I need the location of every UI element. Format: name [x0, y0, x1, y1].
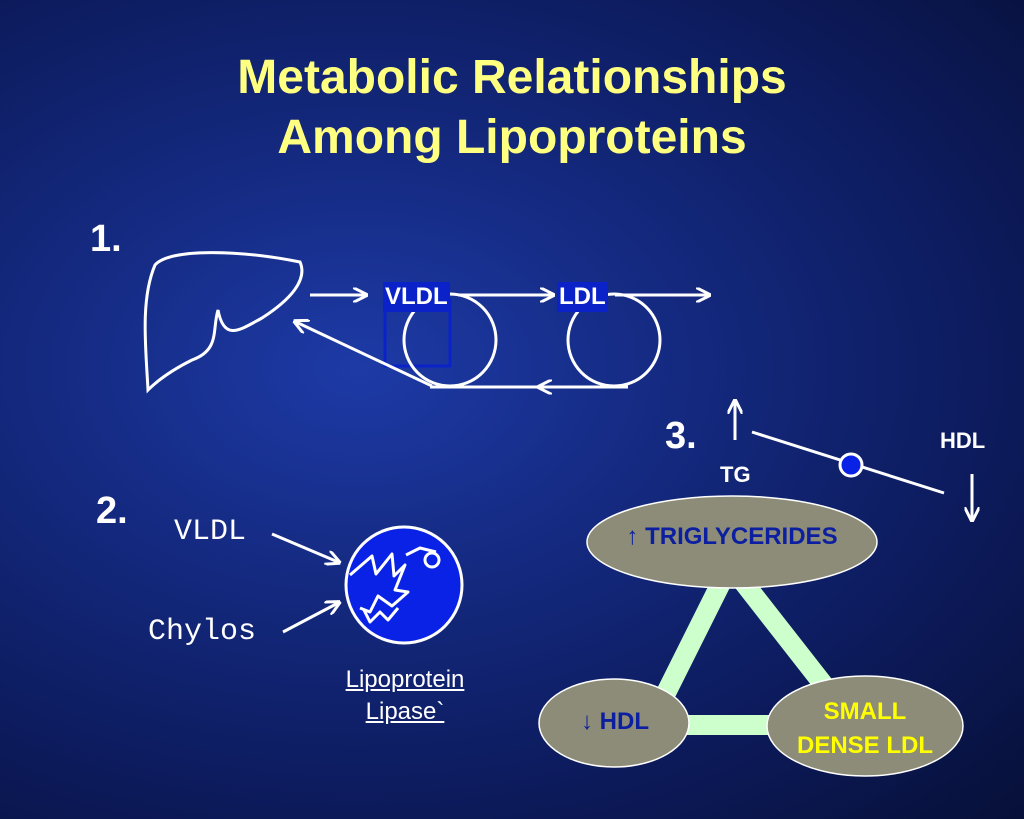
- small-dense-ldl-ellipse: [766, 675, 964, 777]
- arrow-chylos-to-lipase: [282, 603, 338, 634]
- ldl-label: LDL: [557, 282, 608, 312]
- lipase-teeth-icon: [349, 552, 410, 624]
- section-2-number: 2.: [96, 490, 128, 532]
- hdl-ellipse: [538, 678, 690, 768]
- lipase-eye-icon: [423, 551, 441, 569]
- triad-triangle: [633, 546, 876, 735]
- vldl-label: VLDL: [383, 282, 450, 312]
- hdl-triad-label: ↓ HDL: [581, 708, 649, 735]
- triglycerides-label: ↑ TRIGLYCERIDES: [626, 523, 838, 550]
- arrow-vldl-to-lipase: [271, 532, 338, 562]
- small-dense-line-2: DENSE LDL: [796, 732, 933, 759]
- lipase-enzyme-icon: [344, 525, 464, 645]
- title-line-1: Metabolic Relationships: [237, 51, 787, 104]
- liver-icon: [143, 251, 304, 394]
- lipase-line-1: Lipoprotein: [345, 666, 465, 693]
- vldl-substrate-label: VLDL: [174, 515, 247, 549]
- seesaw-ball: [838, 452, 864, 478]
- small-dense-ldl-label: SMALL DENSE LDL: [770, 695, 960, 763]
- section-3-number: 3.: [665, 415, 697, 457]
- lipase-line-2: Lipase`: [365, 698, 445, 725]
- triglycerides-ellipse: [586, 495, 878, 589]
- section-1-number: 1.: [90, 218, 122, 260]
- chylos-substrate-label: Chylos: [148, 615, 257, 649]
- hdl-seesaw-label: HDL: [940, 428, 986, 453]
- title-line-2: Among Lipoproteins: [277, 111, 747, 164]
- arrow-return-to-liver: [296, 322, 433, 388]
- slide-title: Metabolic Relationships Among Lipoprotei…: [0, 48, 1024, 168]
- lipase-brow-icon: [405, 546, 437, 557]
- lipoprotein-lipase-label: Lipoprotein Lipase`: [330, 664, 480, 728]
- tg-label: TG: [720, 462, 751, 487]
- small-dense-line-1: SMALL: [823, 698, 907, 725]
